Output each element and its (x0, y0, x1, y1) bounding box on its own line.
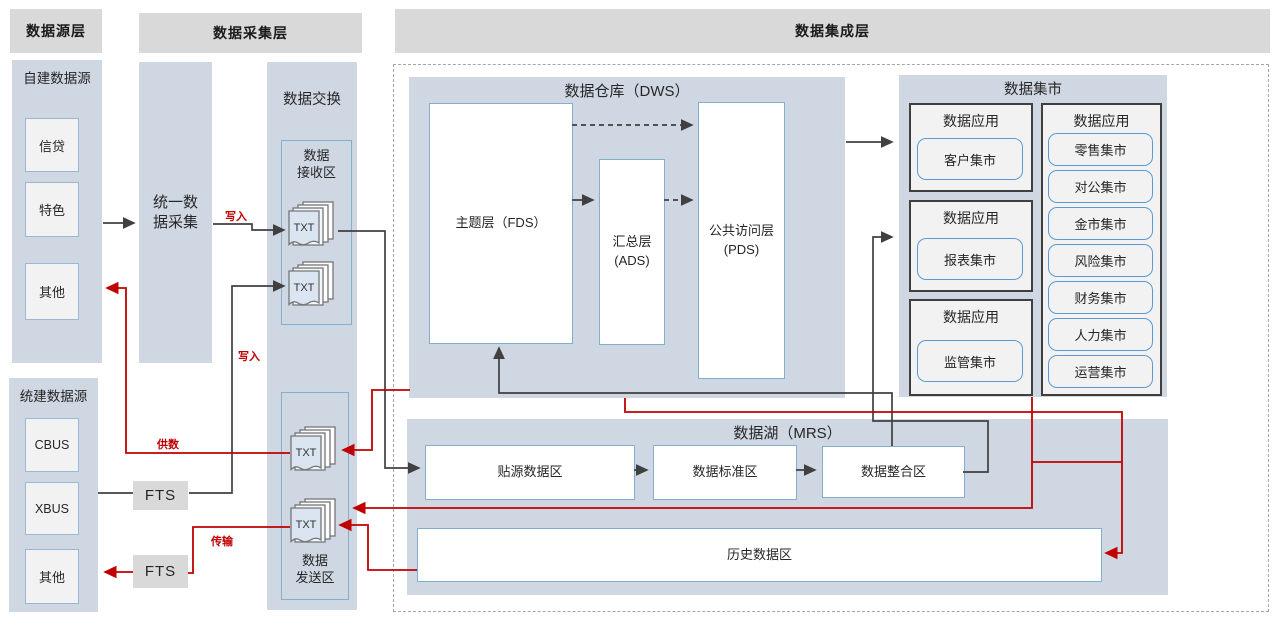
mrs-zone-source: 贴源数据区 (425, 445, 635, 500)
flow-label-supply: 供数 (157, 439, 179, 451)
flow-label-write-2: 写入 (238, 351, 260, 363)
header-collection-layer: 数据采集层 (139, 13, 362, 53)
fts-box-2: FTS (133, 555, 188, 588)
flow-label-write-1: 写入 (225, 211, 247, 223)
mart-risk: 风险集市 (1048, 244, 1153, 277)
mrs-zone-integration: 数据整合区 (822, 446, 965, 498)
source-box-special: 特色 (25, 182, 79, 237)
mart-operations: 运营集市 (1048, 355, 1153, 388)
unified-collection-line1: 统一数 (152, 194, 198, 211)
header-source-layer: 数据源层 (10, 9, 102, 53)
send-label-line1: 数据 (301, 553, 328, 568)
mart-retail: 零售集市 (1048, 133, 1153, 166)
unified-collection-label: 统一数 据采集 (139, 193, 212, 234)
panel-self-built-sources: 自建数据源 信贷 特色 其他 (12, 60, 102, 363)
source-box-other-self: 其他 (25, 263, 79, 320)
mart-corporate: 对公集市 (1048, 170, 1153, 203)
txt-files-icon-receive-1: TXT (287, 200, 339, 250)
mrs-history-zone: 历史数据区 (417, 528, 1102, 582)
dws-ads-box: 汇总层 (ADS) (599, 159, 665, 345)
fts-box-1: FTS (133, 481, 188, 510)
mart-finance: 财务集市 (1048, 281, 1153, 314)
send-zone-box: 数据 发送区 (281, 392, 349, 600)
txt-icon-label: TXT (296, 519, 317, 531)
receive-zone-label: 数据 接收区 (282, 148, 351, 182)
panel-unified-collection: 统一数 据采集 (139, 62, 212, 363)
pds-line2: (PDS) (723, 241, 760, 257)
mart-customer: 客户集市 (917, 138, 1023, 180)
ads-line2: (ADS) (614, 253, 650, 268)
mart-financial-market: 金市集市 (1048, 207, 1153, 240)
panel-dws: 数据仓库（DWS） 主题层（FDS） 汇总层 (ADS) 公共访问层 (PDS) (409, 77, 845, 398)
mrs-title: 数据湖（MRS） (733, 425, 842, 442)
app-label: 数据应用 (943, 210, 999, 226)
source-box-credit: 信贷 (25, 118, 79, 172)
unified-built-title: 统建数据源 (19, 389, 88, 404)
mart-report: 报表集市 (917, 238, 1023, 280)
ads-line1: 汇总层 (612, 234, 652, 250)
receive-label-line2: 接收区 (296, 164, 336, 180)
dws-fds-box: 主题层（FDS） (429, 103, 573, 344)
pds-line1: 公共访问层 (708, 222, 774, 238)
mart-regulatory: 监管集市 (917, 340, 1023, 382)
txt-files-icon-send-2: TXT (289, 497, 341, 547)
txt-icon-label: TXT (294, 282, 315, 294)
panel-unified-built-sources: 统建数据源 CBUS XBUS 其他 (9, 378, 98, 612)
source-box-cbus: CBUS (25, 418, 79, 472)
flow-label-transfer: 传输 (211, 536, 233, 548)
app-label: 数据应用 (943, 309, 999, 325)
self-built-title: 自建数据源 (23, 71, 91, 86)
data-exchange-title: 数据交换 (283, 92, 341, 108)
header-integration-layer: 数据集成层 (395, 9, 1270, 53)
source-box-other-unified: 其他 (25, 549, 79, 604)
send-label-line2: 发送区 (295, 569, 335, 585)
panel-mrs: 数据湖（MRS） 贴源数据区 数据标准区 数据整合区 历史数据区 (407, 419, 1168, 595)
unified-collection-line2: 据采集 (152, 214, 198, 232)
app-label: 数据应用 (1073, 113, 1130, 129)
dws-pds-box: 公共访问层 (PDS) (698, 102, 785, 379)
send-zone-label: 数据 发送区 (282, 553, 348, 587)
mrs-zone-standard: 数据标准区 (653, 445, 797, 500)
txt-files-icon-send-1: TXT (289, 425, 341, 475)
source-box-xbus: XBUS (25, 482, 79, 535)
txt-icon-label: TXT (296, 447, 317, 459)
dws-title: 数据仓库（DWS） (564, 83, 690, 100)
app-label: 数据应用 (943, 113, 999, 129)
txt-files-icon-receive-2: TXT (287, 260, 339, 310)
receive-label-line1: 数据 (303, 148, 330, 163)
txt-icon-label: TXT (294, 222, 315, 234)
marts-title: 数据集市 (1004, 82, 1062, 98)
mart-hr: 人力集市 (1048, 318, 1153, 351)
